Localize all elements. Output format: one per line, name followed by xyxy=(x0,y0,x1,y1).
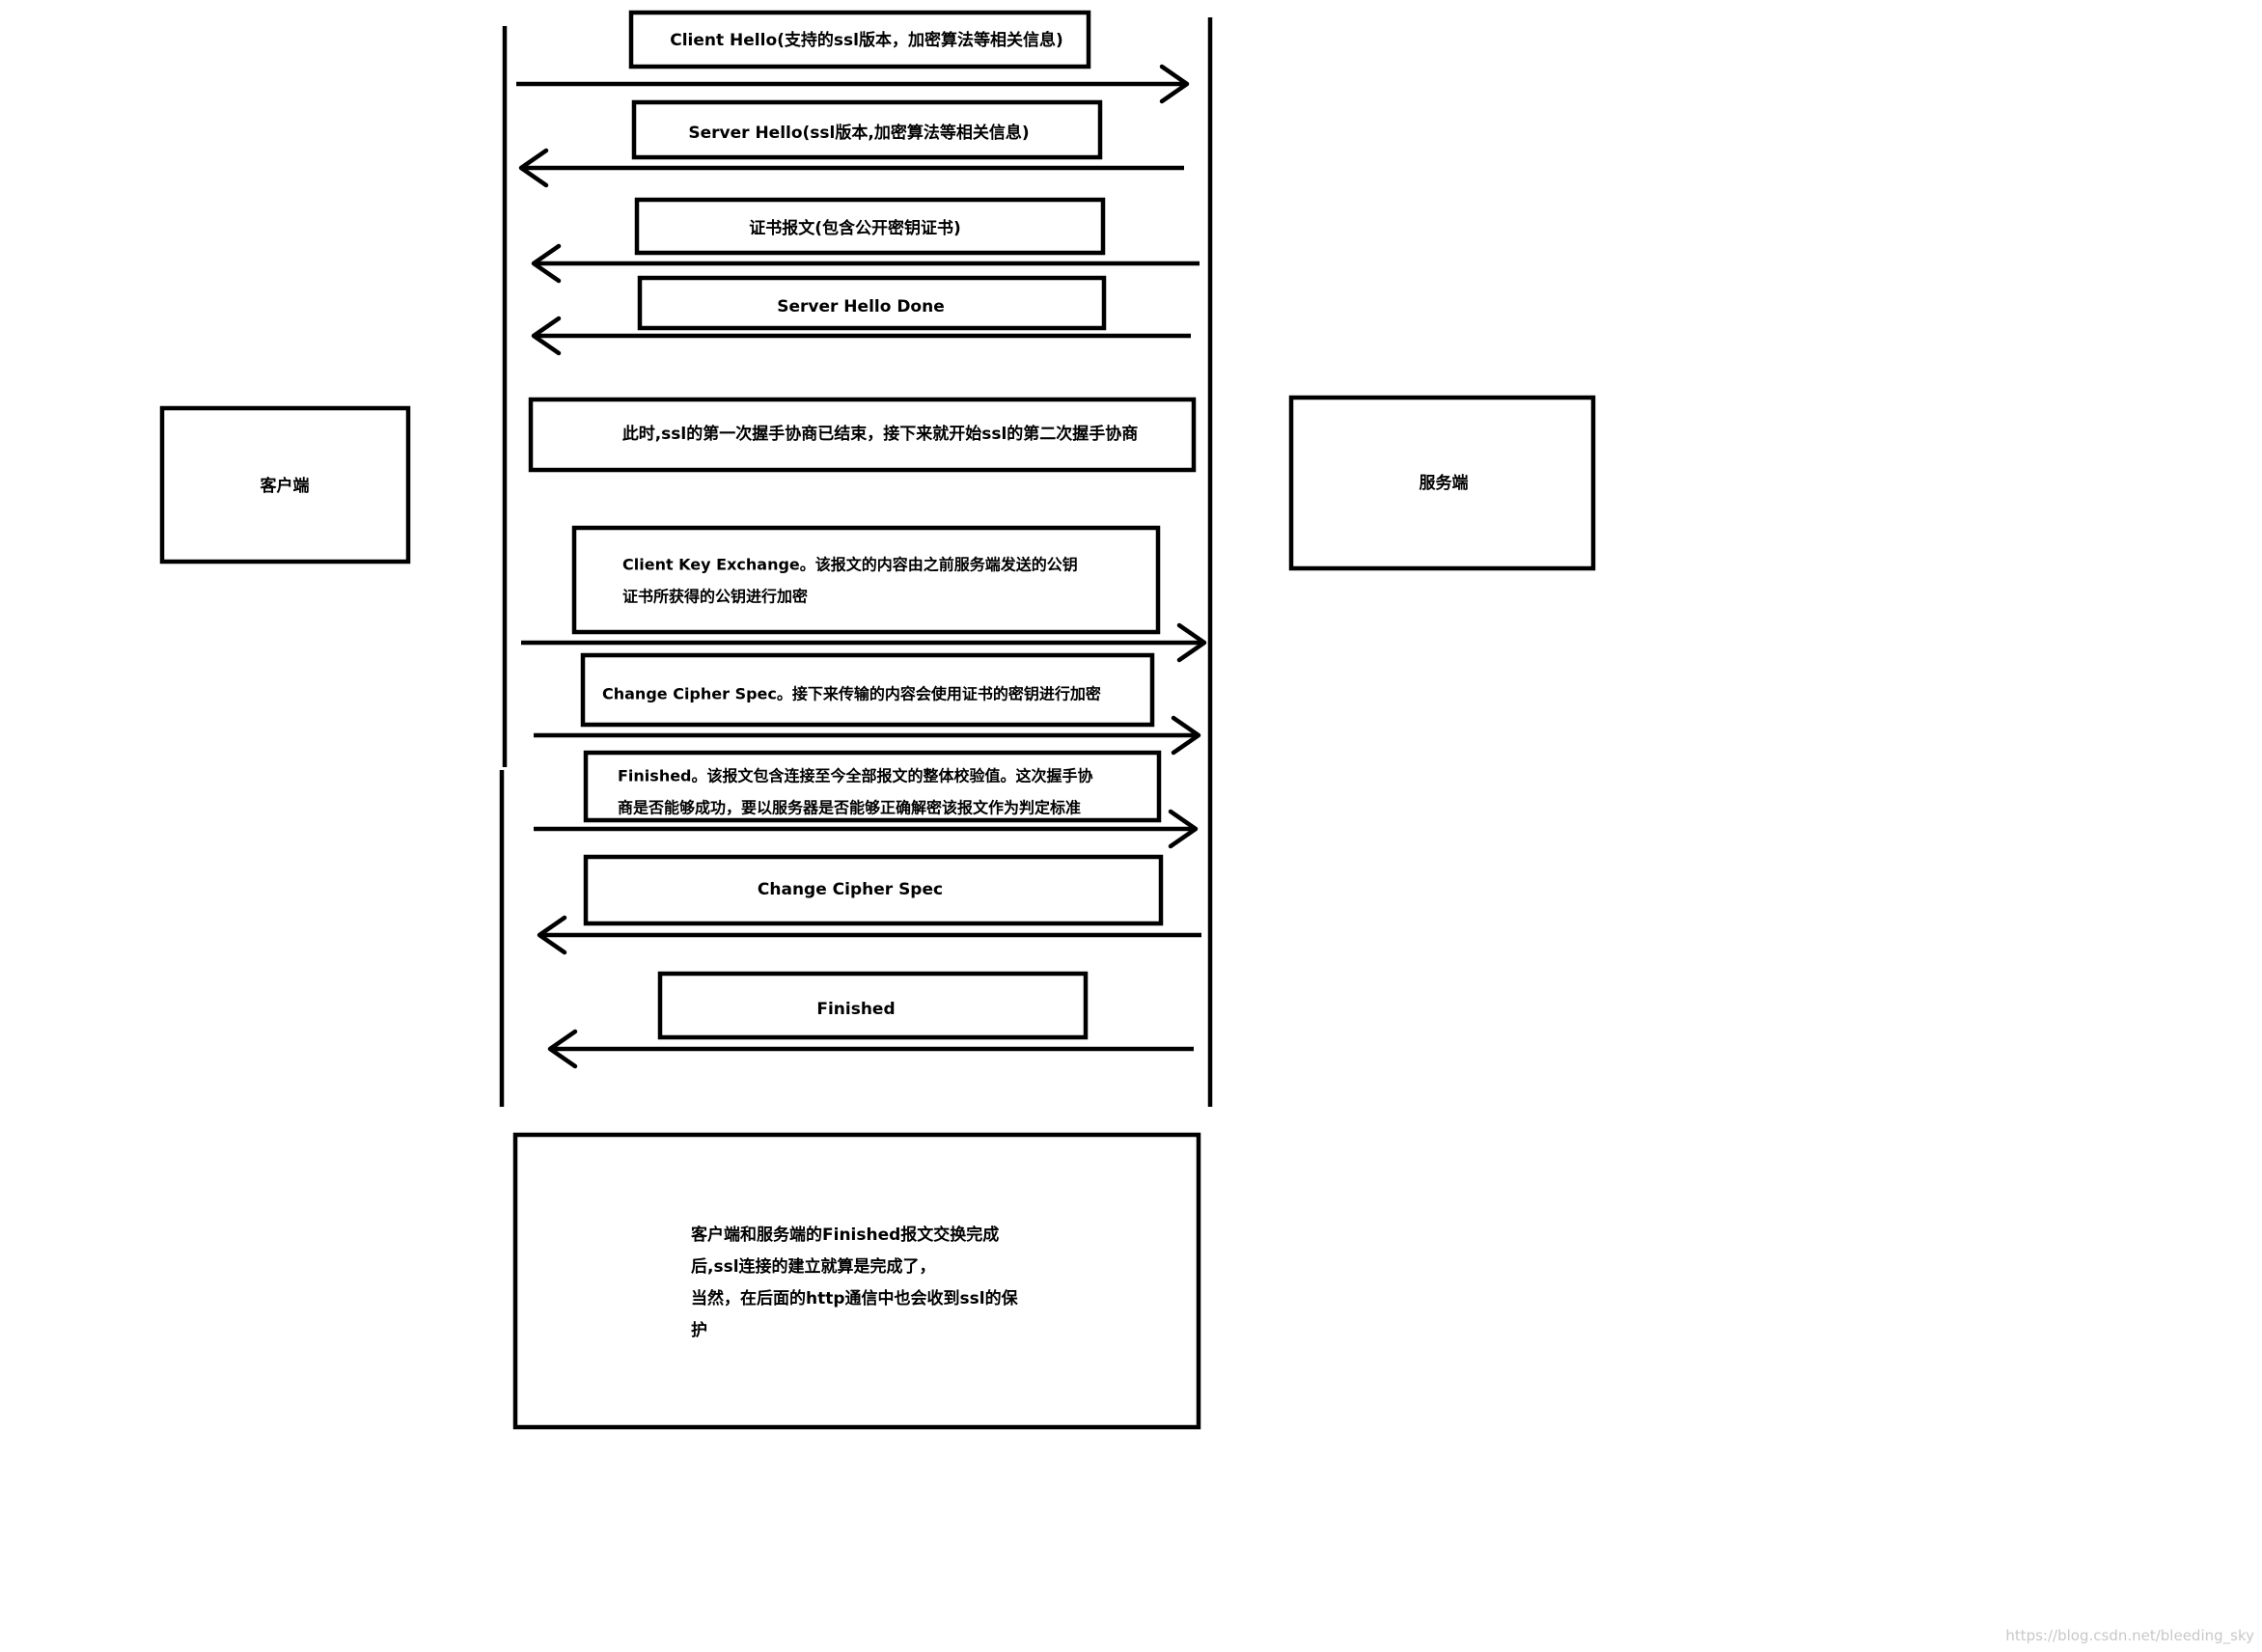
message-client-change-cipher-spec: Change Cipher Spec。接下来传输的内容会使用证书的密钥进行加密 xyxy=(534,652,1201,756)
message-certificate: 证书报文(包含公开密钥证书) xyxy=(531,197,1200,284)
message-box xyxy=(634,197,1106,256)
message-box xyxy=(631,99,1103,160)
arrowhead-right xyxy=(1171,715,1201,756)
message-server-hello: Server Hello(ssl版本,加密算法等相关信息) xyxy=(518,99,1184,188)
message-server-hello-done: Server Hello Done xyxy=(531,275,1191,356)
summary-box xyxy=(512,1132,1201,1430)
message-client-key-exchange: Client Key Exchange。该报文的内容由之前服务端发送的公钥 证书… xyxy=(521,525,1207,663)
arrowhead-left xyxy=(518,148,549,188)
client-box xyxy=(159,405,411,564)
message-label: Server Hello Done xyxy=(777,297,945,317)
message-label-line-2: 证书所获得的公钥进行加密 xyxy=(622,588,808,606)
message-label-line-1: Finished。该报文包含连接至今全部报文的整体校验值。这次握手协 xyxy=(618,767,1093,785)
message-box xyxy=(583,854,1164,926)
server-label: 服务端 xyxy=(1420,473,1469,493)
client-participant: 客户端 xyxy=(159,405,411,564)
phase-note-text: 此时,ssl的第一次握手协商已结束，接下来就开始ssl的第二次握手协商 xyxy=(622,424,1139,444)
message-client-hello: Client Hello(支持的ssl版本，加密算法等相关信息) xyxy=(516,10,1190,104)
arrowhead-left xyxy=(531,243,562,284)
message-server-change-cipher-spec: Change Cipher Spec xyxy=(537,854,1201,955)
client-label: 客户端 xyxy=(260,476,310,496)
summary-line-4: 护 xyxy=(691,1320,707,1340)
message-box xyxy=(571,525,1161,635)
message-label: Server Hello(ssl版本,加密算法等相关信息) xyxy=(688,123,1029,143)
phase-note-box xyxy=(528,397,1197,473)
server-box xyxy=(1288,395,1596,571)
arrowhead-right xyxy=(1176,622,1207,663)
message-label: 证书报文(包含公开密钥证书) xyxy=(749,218,961,238)
server-participant: 服务端 xyxy=(1288,395,1596,571)
arrowhead-left xyxy=(531,316,562,356)
message-label-line-1: Client Key Exchange。该报文的内容由之前服务端发送的公钥 xyxy=(622,556,1078,574)
message-client-finished: Finished。该报文包含连接至今全部报文的整体校验值。这次握手协 商是否能够… xyxy=(534,750,1199,849)
arrowhead-right xyxy=(1168,809,1199,849)
message-label-line-2: 商是否能够成功，要以服务器是否能够正确解密该报文作为判定标准 xyxy=(618,799,1081,817)
message-box xyxy=(583,750,1162,823)
message-server-finished: Finished xyxy=(547,971,1194,1069)
message-label: Finished xyxy=(816,1000,895,1019)
arrowhead-left xyxy=(537,915,567,955)
watermark: https://blog.csdn.net/bleeding_sky xyxy=(2005,1627,2254,1645)
arrowhead-left xyxy=(547,1029,578,1069)
message-label: Change Cipher Spec。接下来传输的内容会使用证书的密钥进行加密 xyxy=(602,685,1101,703)
summary-note: 客户端和服务端的Finished报文交换完成 后,ssl连接的建立就算是完成了，… xyxy=(512,1132,1201,1430)
phase-note: 此时,ssl的第一次握手协商已结束，接下来就开始ssl的第二次握手协商 xyxy=(528,397,1197,473)
message-box xyxy=(580,652,1155,728)
message-box xyxy=(637,275,1107,331)
message-box xyxy=(657,971,1089,1040)
message-label: Change Cipher Spec xyxy=(758,880,943,899)
message-box xyxy=(628,10,1091,69)
summary-line-2: 后,ssl连接的建立就算是完成了， xyxy=(691,1256,936,1277)
message-label: Client Hello(支持的ssl版本，加密算法等相关信息) xyxy=(670,30,1063,50)
summary-line-1: 客户端和服务端的Finished报文交换完成 xyxy=(690,1225,999,1245)
arrowhead-right xyxy=(1159,64,1190,104)
client-lifeline xyxy=(499,26,508,1107)
summary-line-3: 当然，在后面的http通信中也会收到ssl的保 xyxy=(691,1288,1019,1308)
